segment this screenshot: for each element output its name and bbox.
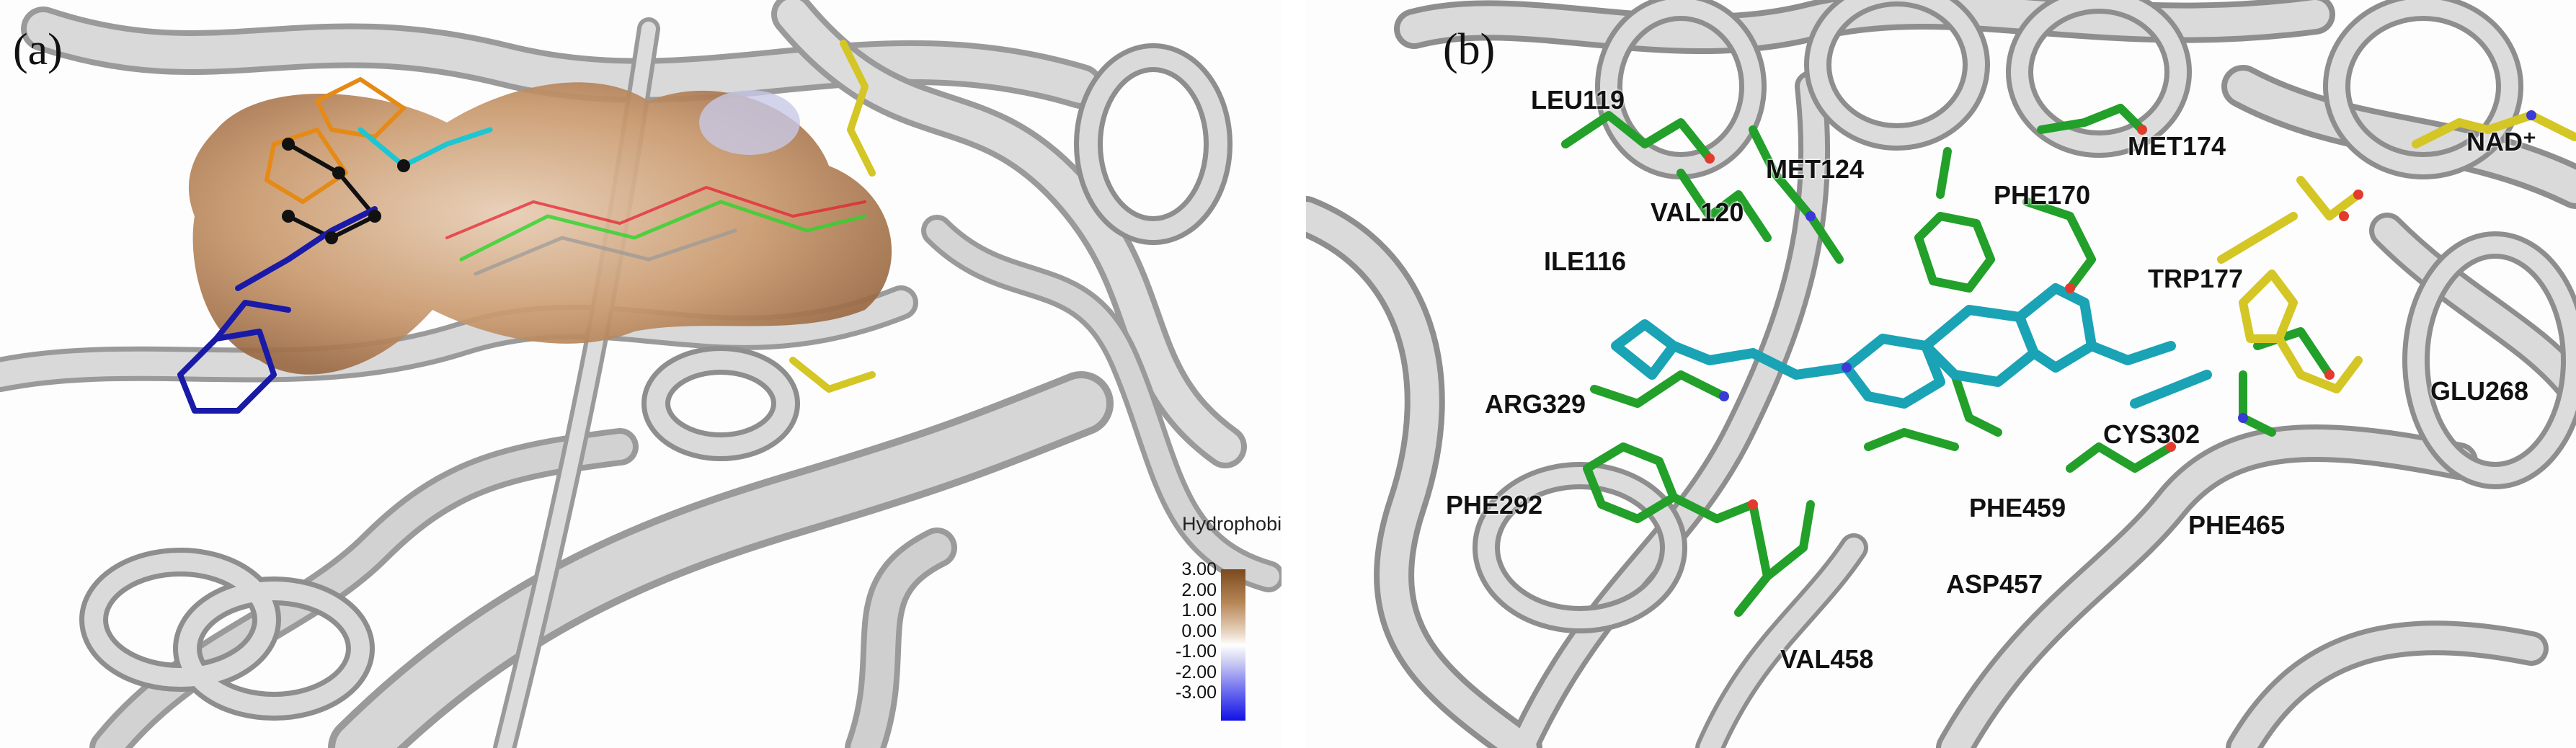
residue-sticks [1561, 104, 2334, 617]
colorbar-tick: 2.00 [1181, 579, 1217, 600]
colorbar-tick: -1.00 [1176, 641, 1217, 662]
ribbons-a [0, 0, 1282, 748]
hydrophobicity-colorbar [1221, 569, 1245, 721]
colorbar-tick: 3.00 [1181, 559, 1217, 579]
ligand-atoms-a [282, 138, 410, 244]
residue-label-nad: NAD⁺ [2466, 127, 2536, 156]
residue-label-cys302: CYS302 [2103, 419, 2200, 449]
colorbar-title: Hydrophobicity [1182, 513, 1282, 535]
nitrogen-atoms [1719, 110, 2536, 423]
panel-b: (b) LEU119 MET124 VAL120 ILE116 PHE170 M… [1306, 0, 2576, 748]
residue-label-phe465: PHE465 [2188, 510, 2286, 540]
nad-cofactor [2217, 111, 2576, 393]
residue-label-phe170: PHE170 [1994, 180, 2091, 210]
residue-label-phe459: PHE459 [1969, 493, 2066, 522]
panel-label-b: (b) [1443, 25, 1496, 74]
residue-label-met124: MET124 [1766, 154, 1865, 184]
protein-scene-b [1306, 0, 2576, 748]
residue-label-val120: VAL120 [1651, 197, 1744, 227]
panel-label-a: (a) [13, 25, 63, 74]
residue-label-glu268: GLU268 [2430, 376, 2529, 406]
residue-label-trp177: TRP177 [2148, 264, 2244, 293]
residue-label-ile116: ILE116 [1544, 246, 1627, 276]
residue-label-met174: MET174 [2128, 131, 2226, 161]
residue-label-asp457: ASP457 [1946, 569, 2043, 599]
colorbar-tick: 0.00 [1181, 620, 1217, 641]
ligand-olaparib-b [1611, 283, 2212, 409]
colorbar-tick: -3.00 [1176, 682, 1217, 703]
binding-pocket-surface [188, 82, 892, 375]
residue-label-phe292: PHE292 [1446, 490, 1543, 520]
residue-label-arg329: ARG329 [1485, 389, 1586, 419]
colorbar-tick: 1.00 [1181, 600, 1217, 620]
residue-label-val458: VAL458 [1780, 644, 1874, 674]
residue-label-leu119: LEU119 [1531, 85, 1625, 115]
oxygen-atoms [1705, 125, 2363, 509]
colorbar-tick: -2.00 [1176, 662, 1217, 682]
colorbar-ticks: 3.00 2.00 1.00 0.00 -1.00 -2.00 -3.00 [1171, 559, 1217, 703]
protein-scene-a [0, 0, 1282, 748]
panel-a: (a) butenafine olaparib fexofenadine mep… [0, 0, 1282, 748]
